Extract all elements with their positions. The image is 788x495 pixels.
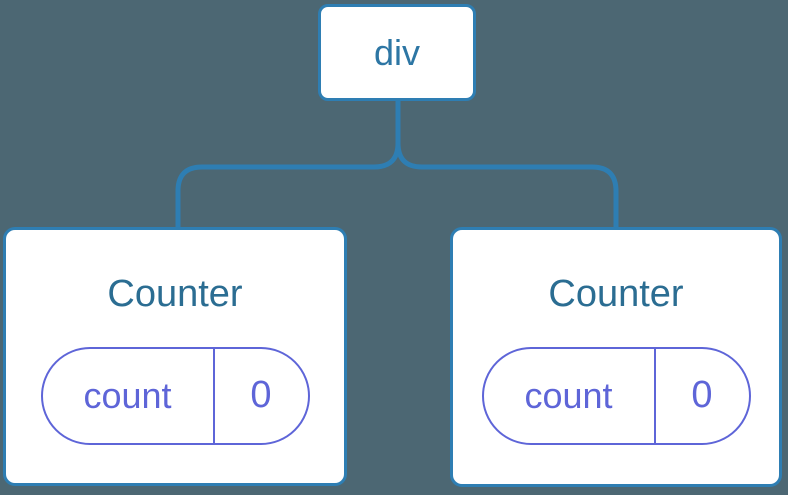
component-title: Counter (548, 273, 684, 315)
connector-path-left (175, 100, 401, 228)
counter-card-right: Counter count 0 (450, 227, 782, 487)
state-value: 0 (212, 348, 308, 443)
counter-card-left: Counter count 0 (3, 227, 347, 486)
connector-path-right (395, 100, 619, 228)
state-pill: count 0 (481, 346, 751, 445)
state-value: 0 (653, 348, 749, 443)
state-key-label: count (83, 374, 172, 416)
state-key-label: count (524, 374, 613, 416)
root-node-div: div (318, 4, 476, 101)
state-pill: count 0 (40, 346, 310, 445)
component-title: Counter (107, 273, 243, 315)
root-node-label: div (373, 31, 421, 73)
